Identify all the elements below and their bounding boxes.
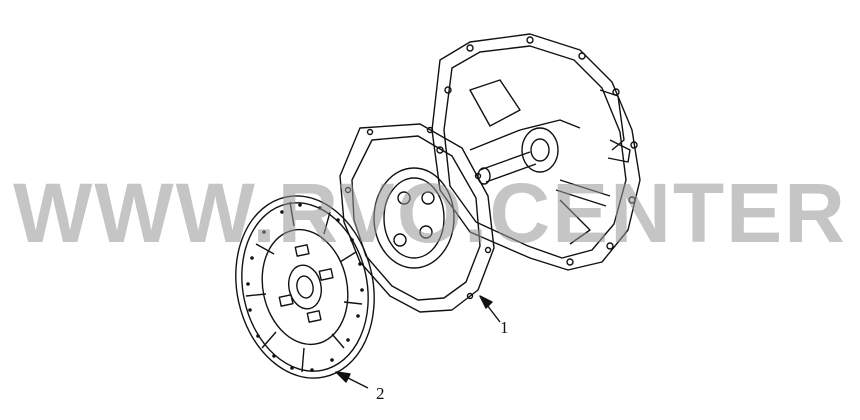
leader-line-1 <box>479 295 501 323</box>
leader-line-2 <box>335 371 369 389</box>
callout-label-2: 2 <box>376 384 385 403</box>
pressure-plate-cover <box>339 123 495 313</box>
clutch-driven-disc <box>235 195 375 379</box>
callout-label-1: 1 <box>500 318 509 337</box>
clutch-housing <box>431 33 641 271</box>
